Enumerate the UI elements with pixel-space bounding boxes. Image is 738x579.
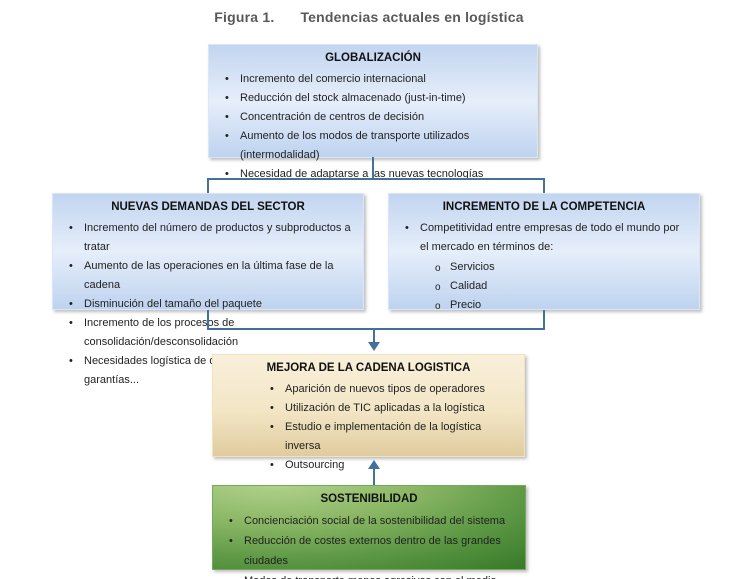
incremento-competencia-bullet-list: Competitividad entre empresas de todo el…: [389, 219, 699, 257]
incremento-competencia-sub-list: ServiciosCalidadPrecio: [389, 258, 699, 316]
box-nuevas-demandas-header: NUEVAS DEMANDAS DEL SECTOR: [111, 201, 305, 213]
list-item: Estudio e implementación de la logística…: [268, 418, 516, 456]
box-incremento-competencia-header: INCREMENTO DE LA COMPETENCIA: [442, 201, 646, 213]
list-item: Aumento de los modos de transporte utili…: [223, 127, 529, 165]
figure-caption: Tendencias actuales en logística: [300, 9, 524, 25]
box-incremento-competencia: INCREMENTO DE LA COMPETENCIA Competitivi…: [388, 193, 700, 316]
list-item: Precio: [433, 296, 691, 316]
list-item: Calidad: [433, 277, 691, 297]
connector-bottom-arrow-stem: [373, 328, 375, 343]
box-globalizacion: GLOBALIZACIÓN Incremento del comercio in…: [208, 44, 538, 184]
up-arrowhead-icon: [368, 460, 380, 469]
list-item: Reducción de costes externos dentro de l…: [227, 531, 517, 571]
box-nuevas-demandas: NUEVAS DEMANDAS DEL SECTOR Incremento de…: [52, 193, 364, 386]
mejora-cadena-bullet-list: Aparición de nuevos tipos de operadoresU…: [213, 380, 524, 475]
list-item: Competitividad entre empresas de todo el…: [403, 219, 691, 257]
nuevas-demandas-bullet-list: Incremento del número de productos y sub…: [53, 219, 363, 390]
list-item: Concienciación social de la sostenibilid…: [227, 511, 517, 531]
connector-bottom-rise-left: [207, 310, 209, 330]
box-globalizacion-header: GLOBALIZACIÓN: [325, 52, 421, 64]
connector-top-stem: [372, 157, 374, 179]
list-item: Modos de transporte menos agresivos con …: [227, 571, 517, 579]
figure-title: Figura 1. Tendencias actuales en logístic…: [0, 9, 738, 25]
list-item: Servicios: [433, 258, 691, 278]
list-item: Aumento de las operaciones en la última …: [67, 257, 355, 295]
connector-up-arrow-stem: [373, 468, 375, 486]
box-mejora-cadena-header: MEJORA DE LA CADENA LOGISTICA: [266, 362, 471, 374]
box-sostenibilidad-header: SOSTENIBILIDAD: [320, 493, 418, 505]
list-item: Incremento de los procesos de consolidac…: [67, 314, 355, 352]
connector-top-horizontal: [207, 178, 545, 180]
list-item: Necesidad de adaptarse a las nuevas tecn…: [223, 165, 529, 184]
list-item: Outsourcing: [268, 456, 516, 475]
sostenibilidad-bullet-list: Concienciación social de la sostenibilid…: [213, 511, 525, 579]
box-mejora-cadena: MEJORA DE LA CADENA LOGISTICA Aparición …: [212, 354, 525, 475]
box-sostenibilidad: SOSTENIBILIDAD Concienciación social de …: [212, 485, 526, 579]
connector-bottom-horizontal: [207, 328, 545, 330]
list-item: Concentración de centros de decisión: [223, 108, 529, 127]
down-arrowhead-icon: [368, 342, 380, 351]
connector-top-drop-left: [207, 178, 209, 194]
list-item: Disminución del tamaño del paquete: [67, 295, 355, 314]
list-item: Reducción del stock almacenado (just-in-…: [223, 89, 529, 108]
connector-bottom-rise-right: [543, 310, 545, 330]
globalizacion-bullet-list: Incremento del comercio internacionalRed…: [209, 70, 537, 184]
figure-label: Figura 1.: [214, 9, 275, 25]
list-item: Utilización de TIC aplicadas a la logíst…: [268, 399, 516, 418]
list-item: Incremento del número de productos y sub…: [67, 219, 355, 257]
list-item: Incremento del comercio internacional: [223, 70, 529, 89]
list-item: Aparición de nuevos tipos de operadores: [268, 380, 516, 399]
connector-top-drop-right: [543, 178, 545, 194]
